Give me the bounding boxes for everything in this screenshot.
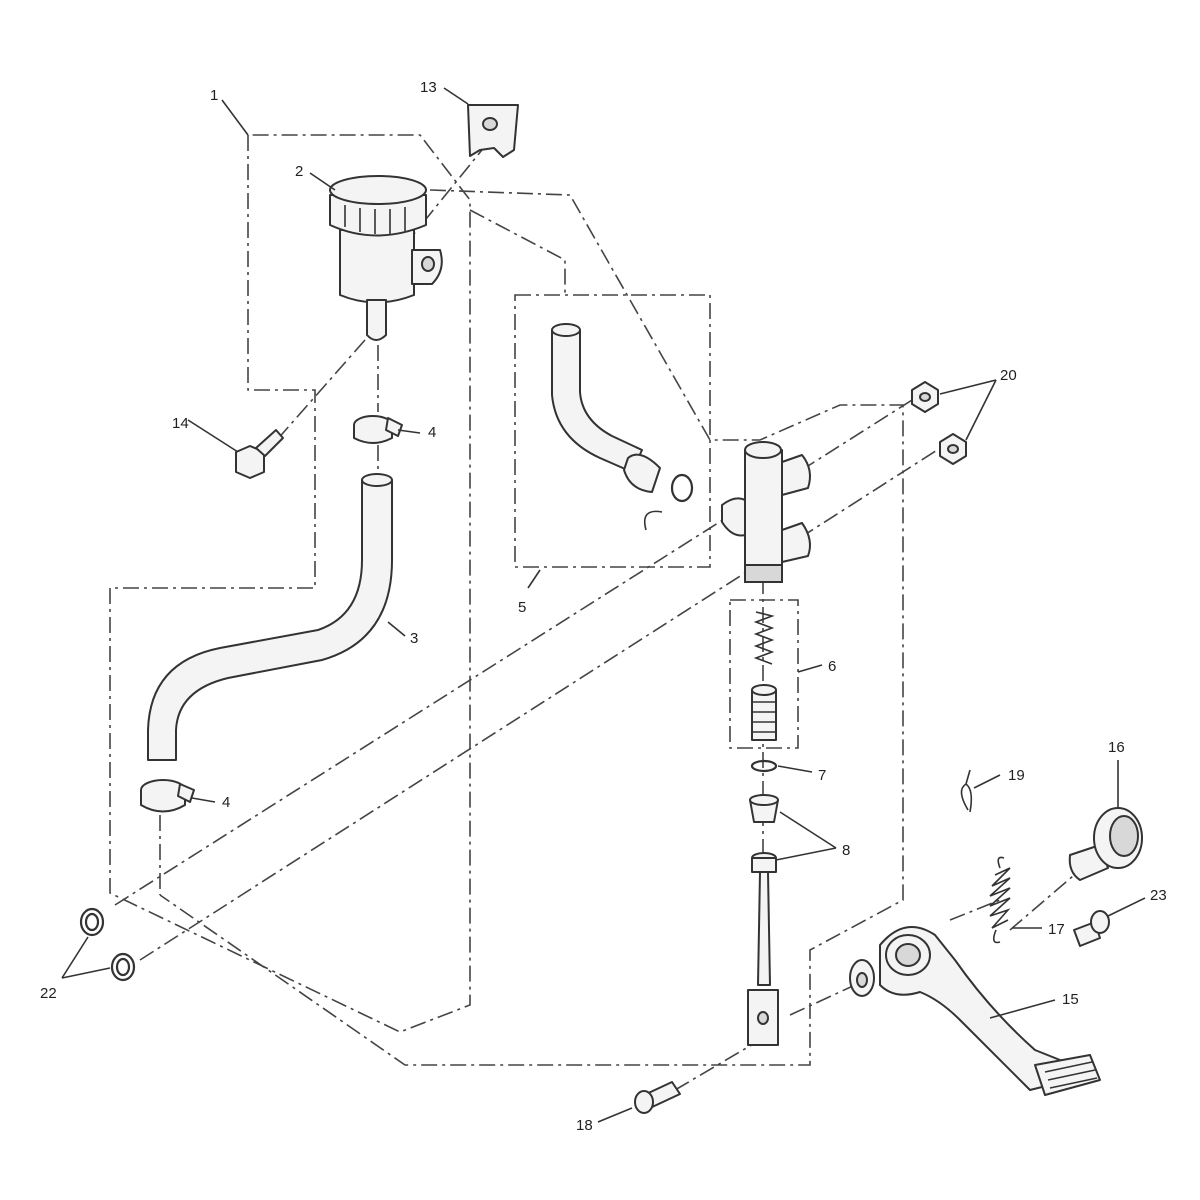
- callout-6: 6: [828, 658, 836, 675]
- hose-3: [147, 473, 393, 761]
- hose-clamp-4-upper: [353, 415, 403, 444]
- elbow-hose-5: [551, 323, 694, 531]
- callout-15: 15: [1062, 991, 1079, 1008]
- spring-piston-6: [751, 611, 777, 741]
- callout-1: 1: [210, 87, 218, 104]
- bolt-14: [235, 429, 284, 479]
- split-pin-19: [960, 769, 973, 813]
- return-spring-17: [989, 856, 1011, 944]
- pushrod-set-8: [747, 794, 779, 1046]
- o-ring-7: [750, 759, 778, 773]
- washers-22: [79, 907, 136, 982]
- reservoir-2: [329, 175, 443, 341]
- callout-7: 7: [818, 767, 826, 784]
- callout-23: 23: [1150, 887, 1167, 904]
- callout-3: 3: [410, 630, 418, 647]
- callout-4-lower: 4: [222, 794, 230, 811]
- callout-labels: 1 2 13 14 4 3 4 5 6 7 8 20 22 19 16 23 1…: [40, 79, 1167, 1134]
- callout-16: 16: [1108, 739, 1125, 756]
- clevis-pin-18: [634, 1081, 681, 1114]
- callout-14: 14: [172, 415, 189, 432]
- callout-22: 22: [40, 985, 57, 1002]
- callout-20: 20: [1000, 367, 1017, 384]
- callout-5: 5: [518, 599, 526, 616]
- callout-2: 2: [295, 163, 303, 180]
- leader-lines: [61, 87, 1146, 1123]
- master-cylinder-body: [721, 441, 811, 583]
- hose-clamp-4-lower: [140, 779, 195, 813]
- washers-20: [911, 381, 967, 465]
- callout-17: 17: [1048, 921, 1065, 938]
- callout-13: 13: [420, 79, 437, 96]
- callout-8: 8: [842, 842, 850, 859]
- callout-19: 19: [1008, 767, 1025, 784]
- callout-4-upper: 4: [428, 424, 436, 441]
- brake-pedal-15: [849, 926, 1101, 1096]
- pivot-bolt-16: [1068, 807, 1143, 881]
- callout-18: 18: [576, 1117, 593, 1134]
- screw-23: [1073, 910, 1110, 947]
- bracket-plate-13: [467, 104, 519, 158]
